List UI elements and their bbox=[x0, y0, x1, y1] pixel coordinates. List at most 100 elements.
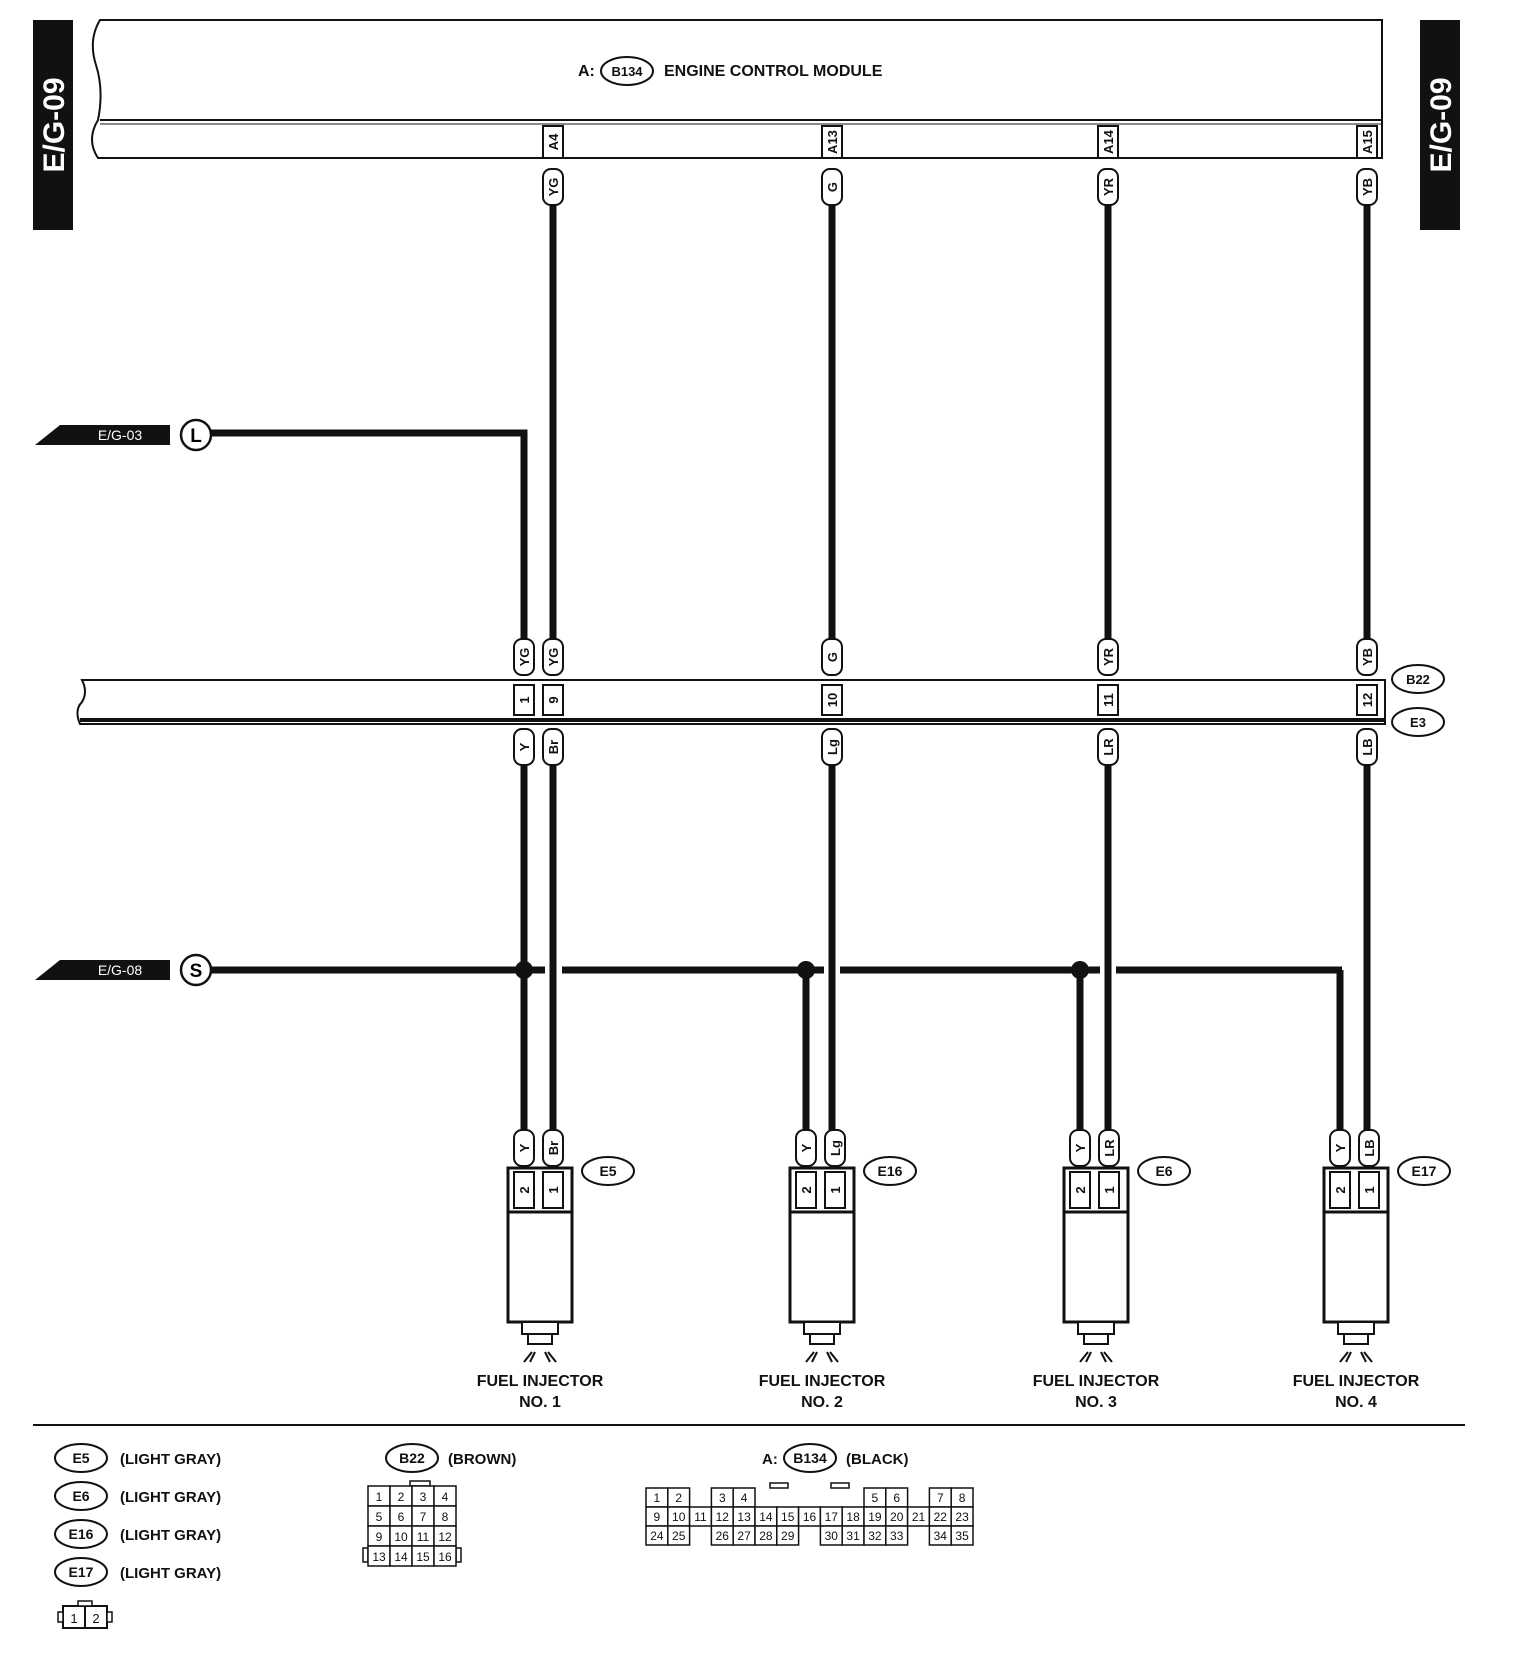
legend-b22-id: B22 bbox=[399, 1450, 425, 1466]
joint-upper-id: B22 bbox=[1406, 672, 1430, 687]
ecm-wire-color-A13-text: G bbox=[825, 182, 840, 192]
ecm-pin-A4-text: A4 bbox=[546, 133, 561, 150]
joint-pin-12: 12 bbox=[1356, 684, 1378, 716]
legend-b22-pin-12: 12 bbox=[438, 1530, 452, 1544]
legend-b134-pin-8: 8 bbox=[959, 1491, 966, 1505]
legend-b134-prefix: A: bbox=[762, 1451, 778, 1468]
ecm-wire-color-A14-text: YR bbox=[1101, 177, 1116, 196]
legend-b134-pin-2: 2 bbox=[675, 1491, 682, 1505]
offpage-eg08-letter: S bbox=[190, 961, 203, 982]
legend-light-gray: E5(LIGHT GRAY)E6(LIGHT GRAY)E16(LIGHT GR… bbox=[54, 1443, 221, 1587]
joint-pin-1: 1 bbox=[513, 684, 535, 716]
legend-b134-pin-24: 24 bbox=[650, 1529, 664, 1543]
injector-2-label: FUEL INJECTOR bbox=[759, 1373, 886, 1390]
splice-points bbox=[515, 961, 1089, 979]
legend-b22-pin-16: 16 bbox=[438, 1550, 452, 1564]
injector-3-pin-1-text: 1 bbox=[1102, 1186, 1117, 1193]
legend-b22-pin-9: 9 bbox=[376, 1530, 383, 1544]
joint-pin-9: 9 bbox=[542, 684, 564, 716]
legend-b22-pin-4: 4 bbox=[442, 1490, 449, 1504]
joint-upper-color-10-text: G bbox=[825, 652, 840, 662]
legend-b134-pin-31: 31 bbox=[846, 1529, 860, 1543]
ecm-wire-color-A13: G bbox=[821, 168, 843, 206]
injector-2-pin-2-text: 2 bbox=[799, 1186, 814, 1193]
injector-4-number: NO. 4 bbox=[1335, 1394, 1377, 1411]
legend-b22-pin-13: 13 bbox=[372, 1550, 386, 1564]
joint-pin-11-text: 11 bbox=[1101, 693, 1116, 707]
legend-b134-pin-3: 3 bbox=[719, 1491, 726, 1505]
injector-2-number: NO. 2 bbox=[801, 1394, 843, 1411]
offpage-eg03-ref: E/G-03 bbox=[98, 427, 143, 443]
injector-2-pin2-color-text: Y bbox=[799, 1143, 814, 1152]
legend-b22-pin-6: 6 bbox=[398, 1510, 405, 1524]
legend-b134-pin-1: 1 bbox=[654, 1491, 661, 1505]
joint-lower-color-10-text: Lg bbox=[825, 739, 840, 755]
ecm-pin-A15-text: A15 bbox=[1360, 130, 1375, 154]
injector-2-connector-id: E16 bbox=[878, 1163, 903, 1179]
legend-b22-pin-5: 5 bbox=[376, 1510, 383, 1524]
joint-upper-color-10: G bbox=[821, 638, 843, 676]
injector-4-pin1-color: LB bbox=[1358, 1129, 1380, 1167]
joint-pin-10-text: 10 bbox=[825, 693, 840, 707]
legend-b134-pin-6: 6 bbox=[893, 1491, 900, 1505]
injector-4-pin2-color: Y bbox=[1329, 1129, 1351, 1167]
legend-b134-pin-21: 21 bbox=[912, 1510, 926, 1524]
injector-2-pin1-color: Lg bbox=[824, 1129, 846, 1167]
ecm-wire-color-A14: YR bbox=[1097, 168, 1119, 206]
legend-b134-pin-19: 19 bbox=[868, 1510, 882, 1524]
ecm-pin-A13: A13 bbox=[821, 125, 843, 159]
legend-b134-pin-27: 27 bbox=[737, 1529, 751, 1543]
legend-b134-pin-34: 34 bbox=[934, 1529, 948, 1543]
ecm-wire-color-A15-text: YB bbox=[1360, 178, 1375, 196]
joint-pin-1-text: 1 bbox=[517, 696, 532, 703]
joint-lower-color-12: LB bbox=[1356, 728, 1378, 766]
legend-small-pin-2: 2 bbox=[92, 1611, 99, 1626]
injector-3-connector-id: E6 bbox=[1155, 1163, 1172, 1179]
legend-b134-pin-16: 16 bbox=[803, 1510, 817, 1524]
injector-2-pin-2: 2 bbox=[795, 1171, 817, 1209]
injector-2-pin2-color: Y bbox=[795, 1129, 817, 1167]
legend-b22-pin-7: 7 bbox=[420, 1510, 427, 1524]
injector-2-pin-1: 1 bbox=[824, 1171, 846, 1209]
legend-b134-pin-17: 17 bbox=[825, 1510, 839, 1524]
joint-pin-10: 10 bbox=[821, 684, 843, 716]
joint-lower-color-11-text: LR bbox=[1101, 738, 1116, 756]
injector-3-pin1-color-text: LR bbox=[1102, 1139, 1117, 1157]
ecm-title: ENGINE CONTROL MODULE bbox=[664, 63, 883, 80]
legend-connector-E16: E16 bbox=[69, 1526, 94, 1542]
wires bbox=[211, 205, 1371, 1130]
legend-color-E16: (LIGHT GRAY) bbox=[120, 1527, 221, 1544]
joint-upper-color-9: YG bbox=[542, 638, 564, 676]
legend-b134-pin-32: 32 bbox=[868, 1529, 882, 1543]
joint-pin-12-text: 12 bbox=[1360, 693, 1375, 707]
legend-color-E6: (LIGHT GRAY) bbox=[120, 1489, 221, 1506]
joint-upper-color-11: YR bbox=[1097, 638, 1119, 676]
injector-3-label: FUEL INJECTOR bbox=[1033, 1373, 1160, 1390]
joint-upper-color-1: YG bbox=[513, 638, 535, 676]
injector-1-pin-2-text: 2 bbox=[517, 1186, 532, 1193]
legend-connector-E17: E17 bbox=[69, 1564, 94, 1580]
joint-lower-id: E3 bbox=[1410, 715, 1426, 730]
injector-1-pin2-color: Y bbox=[513, 1129, 535, 1167]
legend-b134-pin-20: 20 bbox=[890, 1510, 904, 1524]
legend-color-E5: (LIGHT GRAY) bbox=[120, 1451, 221, 1468]
legend-b22-color: (BROWN) bbox=[448, 1451, 516, 1468]
injector-1-pin-1: 1 bbox=[542, 1171, 564, 1209]
ecm-wire-color-A4: YG bbox=[542, 168, 564, 206]
injector-4-connector-id: E17 bbox=[1412, 1163, 1437, 1179]
ecm-box: A: B134 ENGINE CONTROL MODULE bbox=[91, 19, 1383, 159]
joint-pin-11: 11 bbox=[1097, 684, 1119, 716]
injector-2-pin-1-text: 1 bbox=[828, 1186, 843, 1193]
legend-b134-pin-13: 13 bbox=[737, 1510, 751, 1524]
injector-3-number: NO. 3 bbox=[1075, 1394, 1117, 1411]
legend-b134-pin-30: 30 bbox=[825, 1529, 839, 1543]
legend-b134-pin-14: 14 bbox=[759, 1510, 773, 1524]
legend-b134-pin-5: 5 bbox=[872, 1491, 879, 1505]
ecm-prefix: A: bbox=[578, 63, 595, 80]
